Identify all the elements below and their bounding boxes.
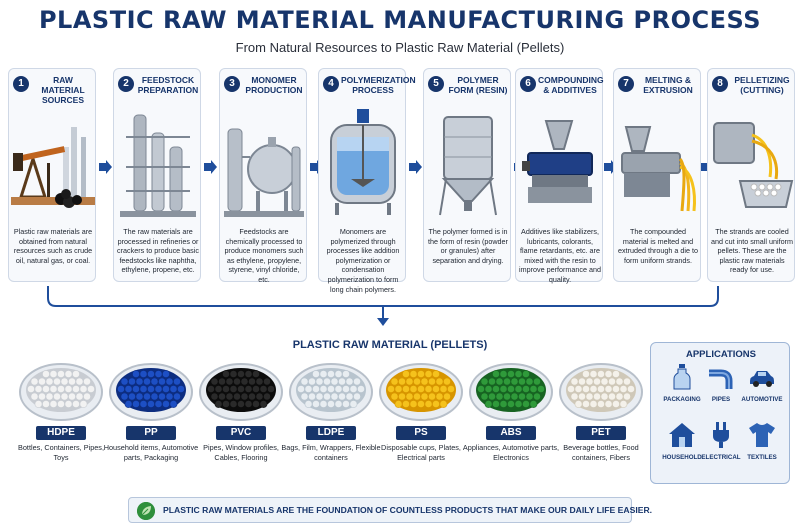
pellet-dish-icon: [559, 363, 643, 421]
step-title: PELLETIZING (CUTTING): [734, 75, 790, 95]
step-melting-extrusion: 7 MELTING & EXTRUSION The compounded mat…: [613, 68, 701, 282]
arrow-right-icon: [99, 160, 112, 174]
pellet-uses: Pipes, Window profiles, Cables, Flooring: [203, 443, 279, 462]
application-label: AUTOMOTIVE: [741, 396, 783, 403]
oil-pump-icon: [11, 127, 95, 208]
step-description: Monomers are polymerized through process…: [326, 227, 400, 294]
arrow-right-icon: [409, 160, 422, 174]
step-monomer-production: 3 MONOMER PRODUCTION Feedstocks are chem…: [219, 68, 307, 284]
step-title: MONOMER PRODUCTION: [245, 75, 303, 95]
step-title: RAW MATERIAL SOURCES: [41, 75, 85, 105]
pellet-label: PP: [126, 426, 176, 440]
house-icon: [669, 423, 695, 447]
extruder-icon: [621, 126, 696, 212]
step-compounding-additives: 6 COMPOUNDING & ADDITIVES Additives like…: [515, 68, 604, 284]
resin-silo-icon: [439, 116, 497, 216]
pelletizer-icon: [713, 122, 794, 208]
pellet-label: PVC: [216, 426, 266, 440]
step-number: 2: [118, 76, 134, 92]
pellet-uses: Beverage bottles, Food containers, Fiber…: [563, 443, 639, 462]
application-label: HOUSEHOLD: [662, 454, 702, 461]
arrow-right-icon: [204, 160, 217, 174]
application-label: PACKAGING: [663, 396, 701, 403]
pellet-uses: Household items, Automotive parts, Packa…: [103, 443, 199, 462]
car-icon: [750, 371, 774, 387]
step-description: Additives like stabilizers, lubricants, …: [519, 227, 601, 284]
pellet-dish-icon: [469, 363, 553, 421]
applications-title: APPLICATIONS: [685, 349, 757, 360]
plug-icon: [713, 422, 729, 448]
pipe-icon: [709, 369, 733, 389]
step-number: 5: [428, 76, 444, 92]
pellet-label: ABS: [486, 426, 536, 440]
pellet-dish-icon: [199, 363, 283, 421]
step-number: 3: [224, 76, 240, 92]
step-number: 7: [618, 76, 634, 92]
pellet-dish-icon: [379, 363, 463, 421]
pellet-uses: Disposable cups, Plates, Electrical part…: [381, 443, 461, 462]
application-electrical: ELECTRICAL: [698, 421, 744, 475]
application-textiles: TEXTILES: [739, 421, 785, 475]
application-household: HOUSEHOLD: [659, 421, 705, 475]
step-title: MELTING & EXTRUSION: [643, 75, 693, 95]
application-automotive: AUTOMOTIVE: [739, 363, 785, 417]
step-description: The strands are cooled and cut into smal…: [711, 227, 793, 275]
step-raw-material-sources: 1 RAW MATERIAL SOURCES Plastic raw mater…: [8, 68, 96, 282]
step-description: The compounded material is melted and ex…: [618, 227, 698, 265]
footer-text: PLASTIC RAW MATERIALS ARE THE FOUNDATION…: [163, 505, 653, 515]
step-pelletizing: 8 PELLETIZING (CUTTING) The strands are …: [707, 68, 795, 282]
step-description: The polymer formed is in the form of res…: [428, 227, 508, 265]
pellet-dish-icon: [289, 363, 373, 421]
bracket-connector: [47, 286, 719, 326]
application-packaging: PACKAGING: [659, 363, 705, 417]
step-polymerization-process: 4 POLYMERIZATION PROCESS Monomers are po…: [318, 68, 416, 294]
pellet-uses: Appliances, Automotive parts, Electronic…: [462, 443, 560, 462]
pellet-uses: Bottles, Containers, Pipes, Toys: [18, 443, 104, 462]
step-feedstock-preparation: 2 FEEDSTOCK PREPARATION The raw material…: [113, 68, 201, 282]
leaf-icon: [137, 502, 155, 520]
application-label: PIPES: [711, 396, 731, 403]
pellets-section-title: PLASTIC RAW MATERIAL (PELLETS): [292, 339, 488, 351]
step-number: 8: [712, 76, 728, 92]
footer-banner: PLASTIC RAW MATERIALS ARE THE FOUNDATION…: [128, 497, 653, 523]
pellet-label: LDPE: [306, 426, 356, 440]
step-title: COMPOUNDING & ADDITIVES: [538, 75, 604, 95]
step-title: FEEDSTOCK PREPARATION: [137, 75, 199, 95]
pellet-label: PET: [576, 426, 626, 440]
step-number: 6: [520, 76, 536, 92]
page-subtitle: From Natural Resources to Plastic Raw Ma…: [235, 40, 565, 55]
step-number: 4: [323, 76, 339, 92]
pellet-label: HDPE: [36, 426, 86, 440]
pellet-dish-icon: [19, 363, 103, 421]
step-number: 1: [13, 76, 29, 92]
step-description: The raw materials are processed in refin…: [117, 227, 199, 275]
step-description: Feedstocks are chemically processed to p…: [224, 227, 304, 284]
step-polymer-form-resin: 5 POLYMER FORM (RESIN) The polymer forme…: [423, 68, 511, 282]
tshirt-icon: [749, 423, 775, 447]
applications-panel: APPLICATIONS PACKAGING PIPES AUTOMOTIVE …: [650, 342, 790, 484]
page-title: PLASTIC RAW MATERIAL MANUFACTURING PROCE…: [38, 6, 762, 34]
step-title: POLYMERIZATION PROCESS: [341, 75, 416, 95]
step-title: POLYMER FORM (RESIN): [448, 75, 508, 95]
polymerization-tank-icon: [330, 109, 396, 215]
pellet-dish-icon: [109, 363, 193, 421]
application-label: ELECTRICAL: [701, 454, 741, 461]
refinery-icon: [120, 114, 196, 217]
compounder-icon: [522, 120, 593, 203]
pellet-uses: Bags, Film, Wrappers, Flexible container…: [281, 443, 381, 462]
application-pipes: PIPES: [698, 363, 744, 417]
reactor-plant-icon: [224, 128, 304, 217]
step-description: Plastic raw materials are obtained from …: [13, 227, 93, 265]
application-label: TEXTILES: [747, 454, 777, 461]
pellet-label: PS: [396, 426, 446, 440]
bottle-icon: [673, 364, 691, 390]
